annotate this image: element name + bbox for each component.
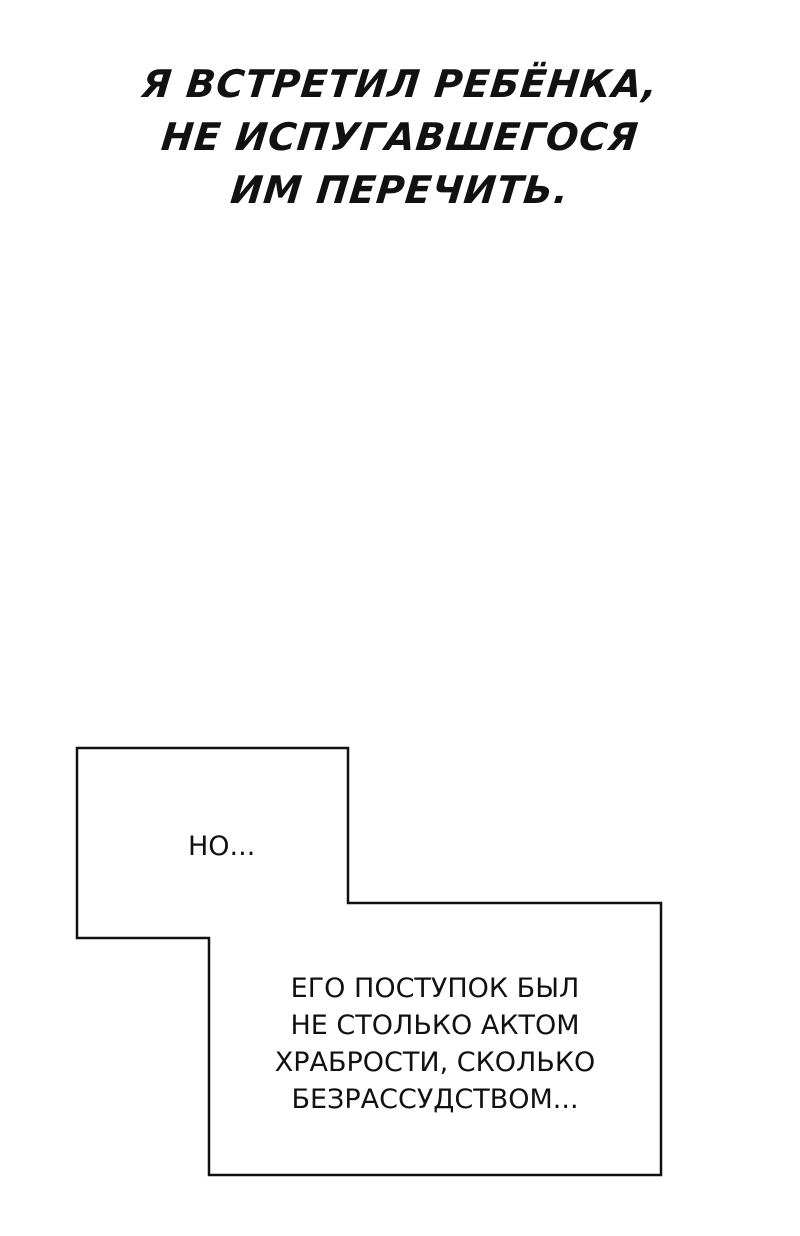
narration-line: ИМ ПЕРЕЧИТЬ. xyxy=(228,168,572,212)
narration-text: Я ВСТРЕТИЛ РЕБЁНКА, НЕ ИСПУГАВШЕГОСЯ ИМ … xyxy=(0,58,800,217)
caption-small-text: НО... xyxy=(188,831,256,862)
caption-line: БЕЗРАССУДСТВОМ... xyxy=(291,1084,579,1115)
caption-line: ХРАБРОСТИ, СКОЛЬКО xyxy=(274,1047,596,1078)
narration-line: НЕ ИСПУГАВШЕГОСЯ xyxy=(159,115,641,159)
caption-line: НЕ СТОЛЬКО АКТОМ xyxy=(290,1010,580,1041)
caption-line: ЕГО ПОСТУПОК БЫЛ xyxy=(290,973,580,1004)
narration-line: Я ВСТРЕТИЛ РЕБЁНКА, xyxy=(139,62,661,106)
caption-large-text: ЕГО ПОСТУПОК БЫЛ НЕ СТОЛЬКО АКТОМ ХРАБРО… xyxy=(240,970,630,1118)
